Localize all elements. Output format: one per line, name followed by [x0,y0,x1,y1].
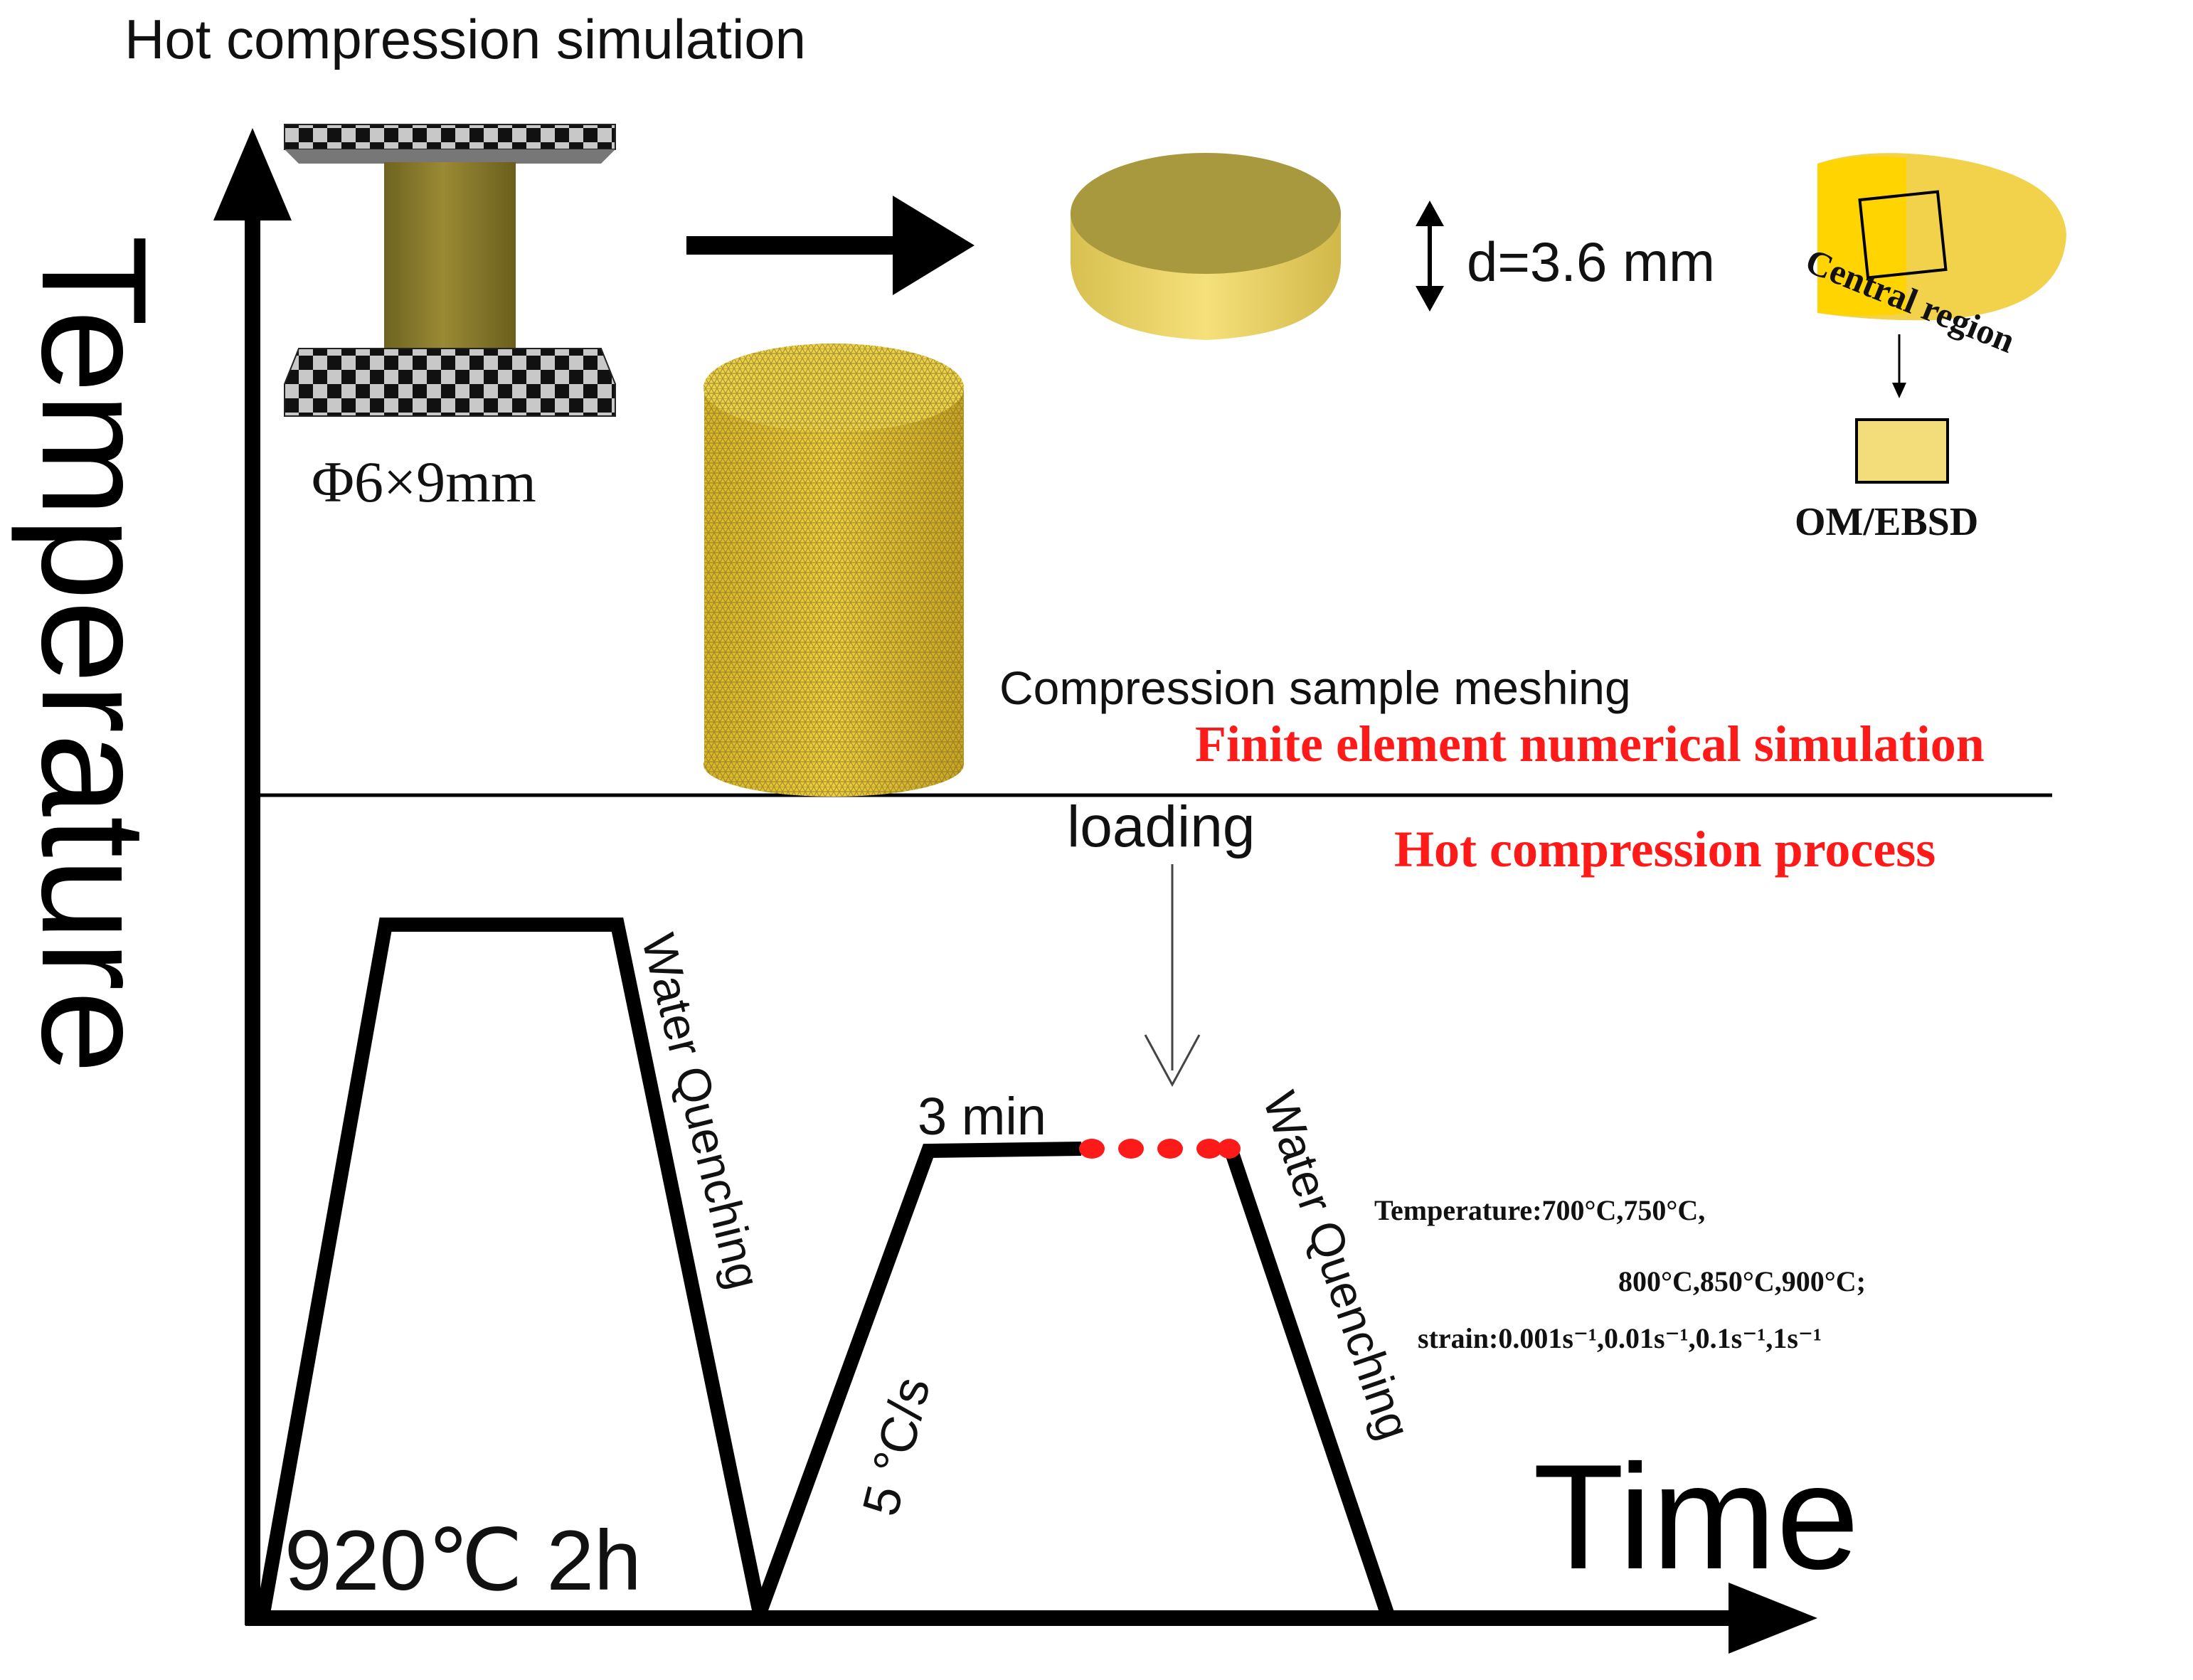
conditions-line-2: 800°C,850°C,900°C; [1618,1265,1866,1297]
hot-compression-section-label: Hot compression process [1394,821,1936,878]
fem-section-label: Finite element numerical simulation [1195,716,1985,772]
y-axis-label: Temperature [11,235,178,1074]
sample-dimension-label: Φ6×9mm [312,450,536,514]
hold-time-label: 3 min [918,1087,1046,1146]
second-quench-curve [1223,1146,1394,1616]
process-arrow [686,196,975,295]
y-axis-arrowhead [213,128,292,220]
thermal-profile [256,918,1394,1616]
meshing-label: Compression sample meshing [999,661,1631,714]
x-axis-label: Time [1533,1433,1859,1600]
x-axis-arrowhead [1729,1583,1817,1654]
solution-treatment-curve [256,918,767,1615]
conditions-line-1: Temperature:700°C,750°C, [1374,1194,1705,1226]
loading-label: loading [1067,794,1255,859]
bottom-platen [284,348,616,417]
compressed-disk [1071,153,1341,340]
conditions-line-3: strain:0.001s⁻¹,0.01s⁻¹,0.1s⁻¹,1s⁻¹ [1418,1322,1822,1354]
loading-arrow [1144,864,1201,1088]
top-platen [284,124,616,150]
axes [213,128,1817,1654]
compressed-height-label: d=3.6 mm [1467,230,1715,293]
deformation-dots [1079,1139,1241,1159]
om-ebsd-sample [1855,418,1949,484]
test-conditions: Temperature:700°C,750°C, 800°C,850°C,900… [1374,1194,1866,1354]
om-ebsd-label: OM/EBSD [1795,500,1978,544]
meshed-sample [703,344,964,797]
sample-rod [384,162,516,368]
compression-fixture [284,124,616,417]
cut-disk [1817,153,2066,321]
diagram-title: Hot compression simulation [124,8,806,70]
water-quenching-label-2: Water Quenching [1253,1085,1421,1445]
heating-rate-label: 5 °C/s [852,1372,941,1521]
height-indicator [1416,201,1444,312]
central-region-box [1858,190,1948,280]
compression-curve [753,1142,1082,1616]
solution-treatment-label: 920℃ 2h [285,1513,642,1608]
top-platen-edge [285,149,615,164]
central-region-arrow [1892,334,1906,398]
